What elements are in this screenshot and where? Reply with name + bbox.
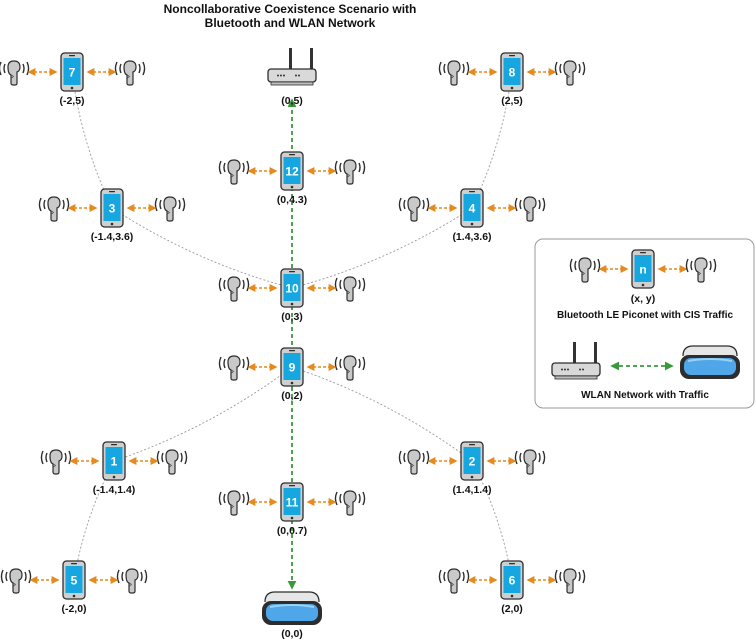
earbud-right-icon — [156, 449, 188, 475]
earbud-right-icon — [114, 60, 146, 86]
legend-piconet-label: Bluetooth LE Piconet with CIS Traffic — [557, 310, 734, 321]
piconet-number: 9 — [289, 361, 296, 375]
piconet-coord-label: (0,3) — [281, 311, 303, 323]
earbud-right-icon — [334, 276, 366, 302]
earbud-left-icon — [398, 196, 430, 222]
headset-coord-label: (0,0) — [281, 628, 303, 640]
piconet-number: 6 — [509, 574, 516, 588]
piconet-coord-label: (-2,0) — [61, 603, 86, 615]
piconet-3: 3 (-1.4,3.6) — [38, 188, 186, 243]
earbud-left-icon — [218, 276, 250, 302]
earbud-right-icon — [554, 568, 586, 594]
piconet-coord-label: (2,5) — [501, 95, 523, 107]
title-line-2: Bluetooth and WLAN Network — [204, 16, 376, 30]
earbud-left-icon — [218, 490, 250, 516]
piconet-number: 7 — [69, 66, 76, 80]
piconet-number: 3 — [109, 202, 116, 216]
earbud-left-icon — [438, 568, 470, 594]
piconet-7: 7 (-2,5) — [0, 52, 146, 107]
piconet-coord-label: (0,4.3) — [277, 194, 307, 206]
piconet-4: 4 (1.4,3.6) — [398, 188, 546, 243]
earbud-right-icon — [116, 568, 148, 594]
piconet-number: 8 — [509, 66, 516, 80]
piconet-9: 9 (0,2) — [218, 347, 366, 402]
legend-box: n (x, y) Bluetooth LE Piconet with CIS T… — [534, 238, 755, 409]
earbud-left-icon — [438, 60, 470, 86]
piconet-coord-label: (0,0.7) — [277, 525, 307, 537]
piconet-12: 12 (0,4.3) — [218, 151, 366, 206]
piconet-coord-label: (2,0) — [501, 603, 523, 615]
earbud-left-icon — [218, 355, 250, 381]
topology-line-3-10 — [111, 207, 293, 289]
piconet-coord-label: (-2,5) — [59, 95, 84, 107]
earbud-left-icon — [0, 60, 30, 86]
piconet-nodes: 1 (-1.4,1.4) 2 (1.4,1.4) 3 (-1.4,3.6) 4 (1.4,3.… — [0, 52, 586, 615]
earbud-left-icon — [38, 196, 70, 222]
piconet-number: 2 — [469, 455, 476, 469]
piconet-5: 5 (-2,0) — [0, 560, 148, 615]
title-line-1: Noncollaborative Coexistence Scenario wi… — [163, 2, 417, 16]
piconet-number: 10 — [285, 282, 299, 296]
earbud-left-icon — [0, 568, 32, 594]
piconet-number: 11 — [286, 496, 299, 510]
earbud-left-icon — [218, 159, 250, 185]
piconet-coord-label: (0,2) — [281, 390, 303, 402]
piconet-number: 5 — [71, 574, 78, 588]
piconet-coord-label: (-1.4,1.4) — [93, 484, 136, 496]
piconet-number: 12 — [285, 165, 299, 179]
piconet-8: 8 (2,5) — [438, 52, 586, 107]
topology-line-9-2 — [291, 366, 473, 462]
wifi-router-icon — [267, 47, 317, 86]
legend-headset-icon — [679, 345, 741, 380]
piconet-coord-label: (1.4,1.4) — [452, 484, 491, 496]
piconet-number: 4 — [469, 202, 476, 216]
piconet-topology-lines — [71, 71, 513, 581]
piconet-6: 6 (2,0) — [438, 560, 586, 615]
piconet-coord-label: (-1.4,3.6) — [91, 231, 134, 243]
legend-piconet-coord: (x, y) — [631, 293, 656, 305]
topology-line-7-3 — [71, 71, 113, 209]
earbud-right-icon — [334, 490, 366, 516]
piconet-coord-label: (1.4,3.6) — [452, 231, 491, 243]
diagram-title: Noncollaborative Coexistence Scenario wi… — [130, 2, 450, 30]
router-coord-label: (0,5) — [281, 95, 303, 107]
earbud-left-icon — [398, 449, 430, 475]
topology-line-8-4 — [471, 71, 513, 209]
earbud-right-icon — [154, 196, 186, 222]
piconet-10: 10 (0,3) — [218, 268, 366, 323]
piconet-2: 2 (1.4,1.4) — [398, 441, 546, 496]
earbud-right-icon — [334, 159, 366, 185]
earbud-right-icon — [514, 196, 546, 222]
piconet-11: 11 (0,0.7) — [218, 482, 366, 537]
legend-piconet-symbol: n — [639, 263, 646, 277]
vr-headset-icon — [261, 591, 323, 626]
legend-wlan-label: WLAN Network with Traffic — [581, 390, 709, 401]
earbud-right-icon — [334, 355, 366, 381]
earbud-right-icon — [554, 60, 586, 86]
earbud-left-icon — [40, 449, 72, 475]
topology-line-9-1 — [113, 366, 293, 462]
topology-line-4-10 — [291, 207, 473, 289]
piconet-number: 1 — [111, 455, 118, 469]
piconet-1: 1 (-1.4,1.4) — [40, 441, 188, 496]
earbud-right-icon — [514, 449, 546, 475]
